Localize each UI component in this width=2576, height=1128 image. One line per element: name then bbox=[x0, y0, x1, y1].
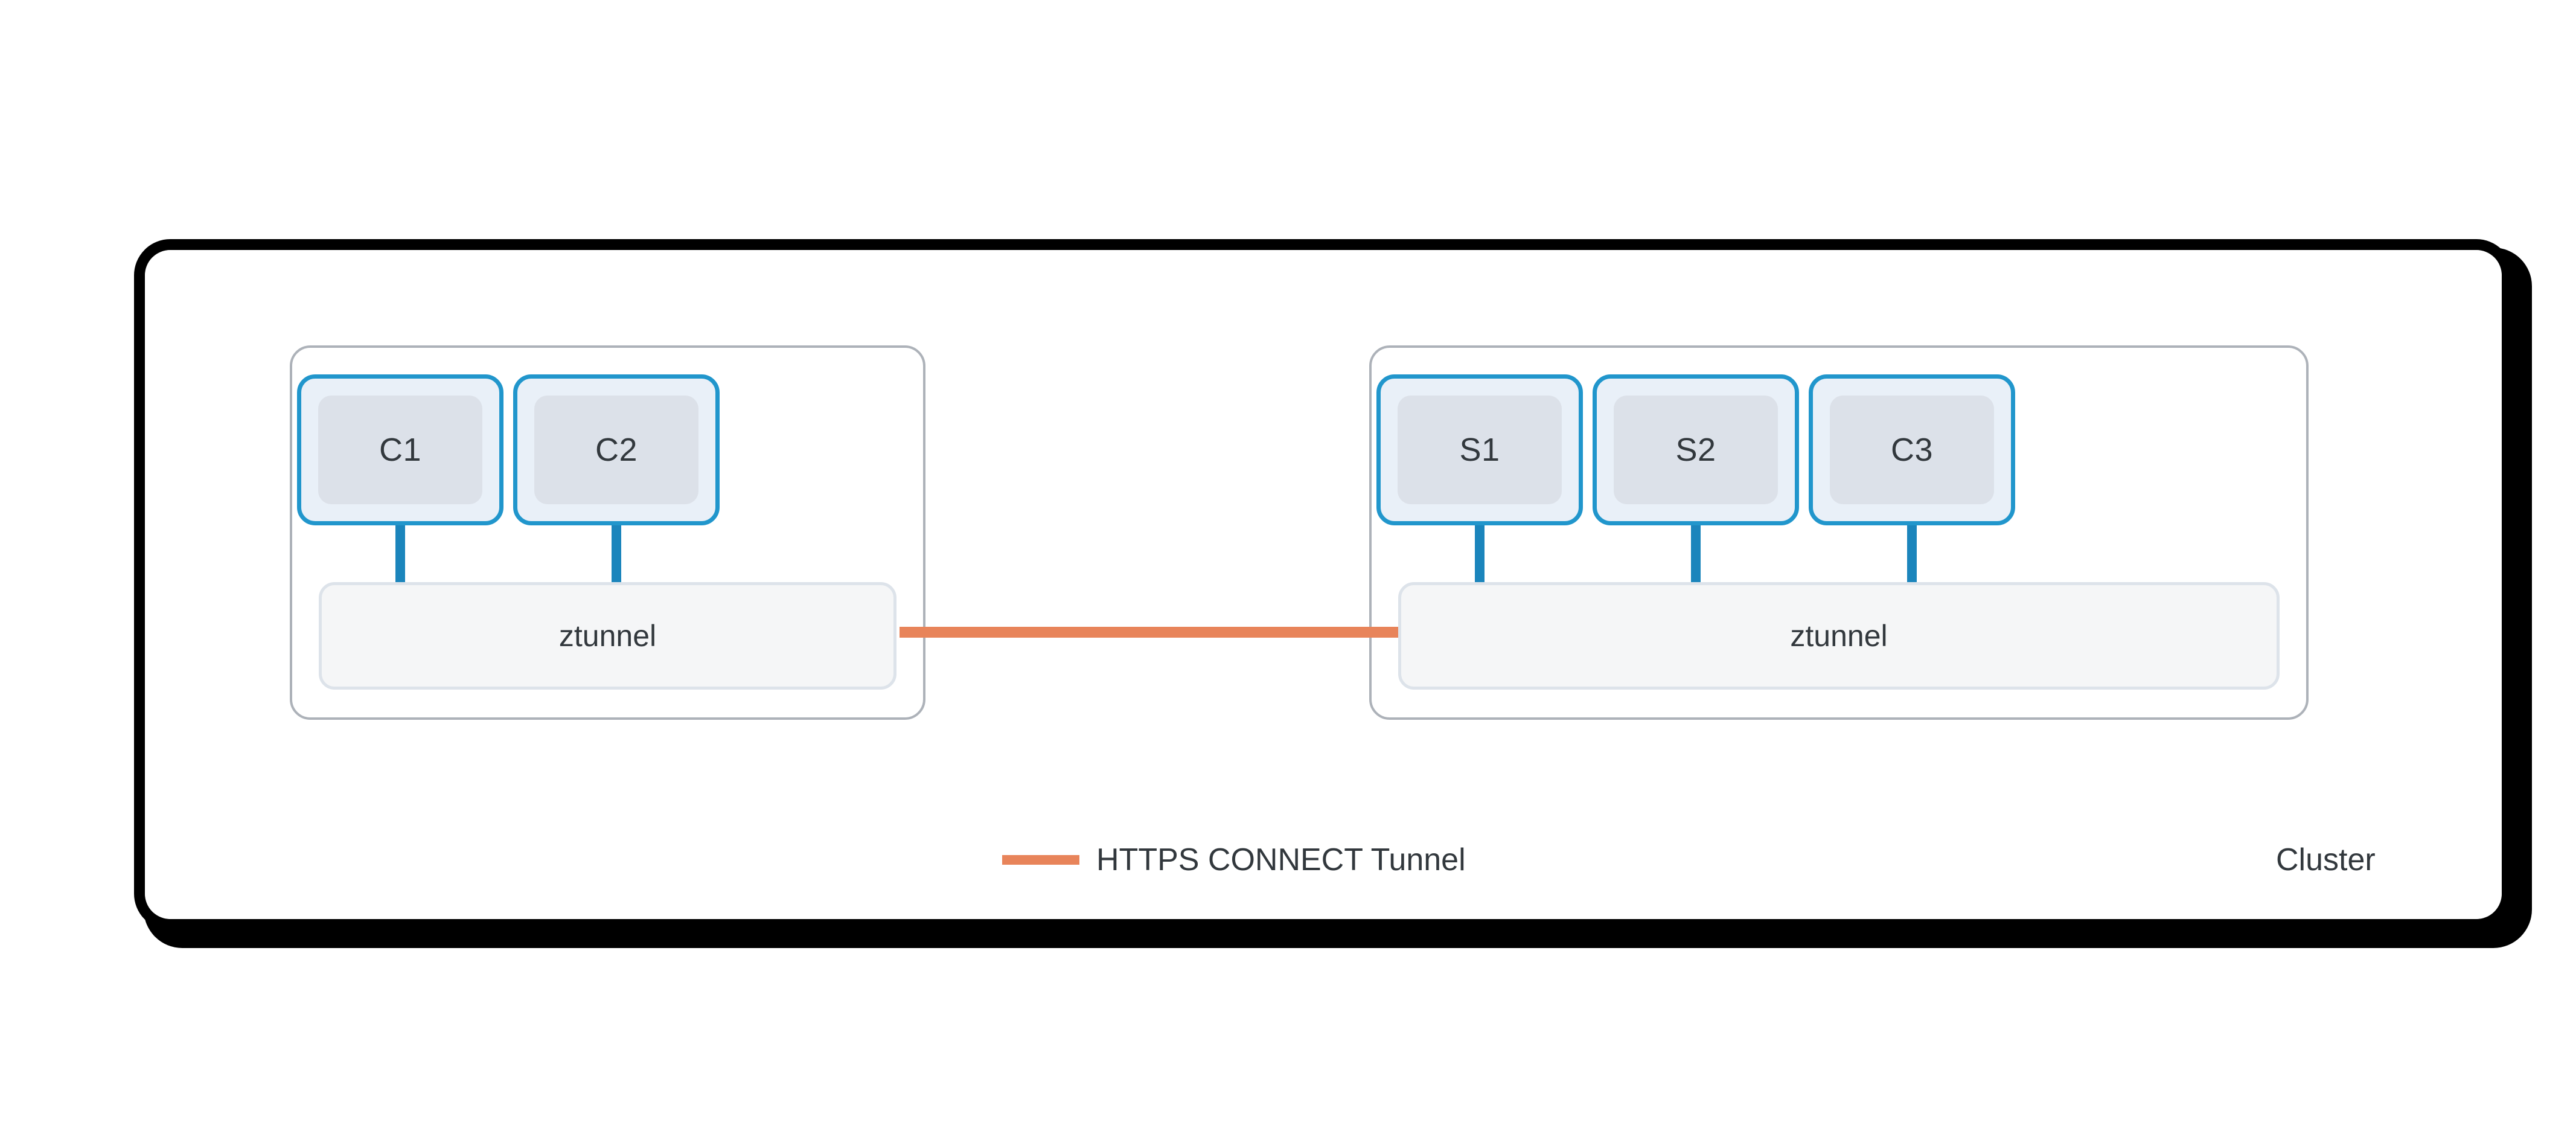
pod-c3[interactable]: C3 bbox=[1809, 374, 2015, 525]
pod-c2-label: C2 bbox=[595, 432, 638, 468]
ztunnel-right-label: ztunnel bbox=[1790, 619, 1888, 653]
line-swatch-icon bbox=[1002, 855, 1079, 865]
pod-c3-container: C3 bbox=[1830, 396, 1994, 504]
pod-s2-label: S2 bbox=[1675, 432, 1716, 468]
pod-c3-label: C3 bbox=[1890, 432, 1934, 468]
cluster-caption: Cluster bbox=[2276, 842, 2376, 877]
pod-c2-container: C2 bbox=[534, 396, 698, 504]
ztunnel-left-label: ztunnel bbox=[558, 619, 657, 653]
pod-c1-label: C1 bbox=[379, 432, 422, 468]
pod-c1[interactable]: C1 bbox=[297, 374, 503, 525]
stem-c3-to-ztunnel bbox=[1907, 525, 1917, 582]
node-group-left[interactable]: C1 C2 ztunnel bbox=[290, 345, 925, 720]
pod-s1[interactable]: S1 bbox=[1376, 374, 1583, 525]
stem-s2-to-ztunnel bbox=[1691, 525, 1701, 582]
stem-s1-to-ztunnel bbox=[1475, 525, 1485, 582]
pod-c2[interactable]: C2 bbox=[513, 374, 720, 525]
ztunnel-left[interactable]: ztunnel bbox=[319, 582, 896, 690]
pod-s1-container: S1 bbox=[1398, 396, 1562, 504]
pod-c1-container: C1 bbox=[318, 396, 482, 504]
node-group-right[interactable]: S1 S2 C3 ztunnel bbox=[1369, 345, 2309, 720]
pod-s2[interactable]: S2 bbox=[1593, 374, 1799, 525]
ztunnel-right[interactable]: ztunnel bbox=[1398, 582, 2280, 690]
pod-s1-label: S1 bbox=[1459, 432, 1500, 468]
stem-c1-to-ztunnel bbox=[395, 525, 405, 582]
pod-s2-container: S2 bbox=[1614, 396, 1778, 504]
legend: HTTPS CONNECT Tunnel bbox=[1002, 844, 1466, 876]
https-connect-tunnel-link bbox=[900, 627, 1398, 638]
stem-c2-to-ztunnel bbox=[612, 525, 621, 582]
legend-item-label: HTTPS CONNECT Tunnel bbox=[1096, 842, 1466, 877]
